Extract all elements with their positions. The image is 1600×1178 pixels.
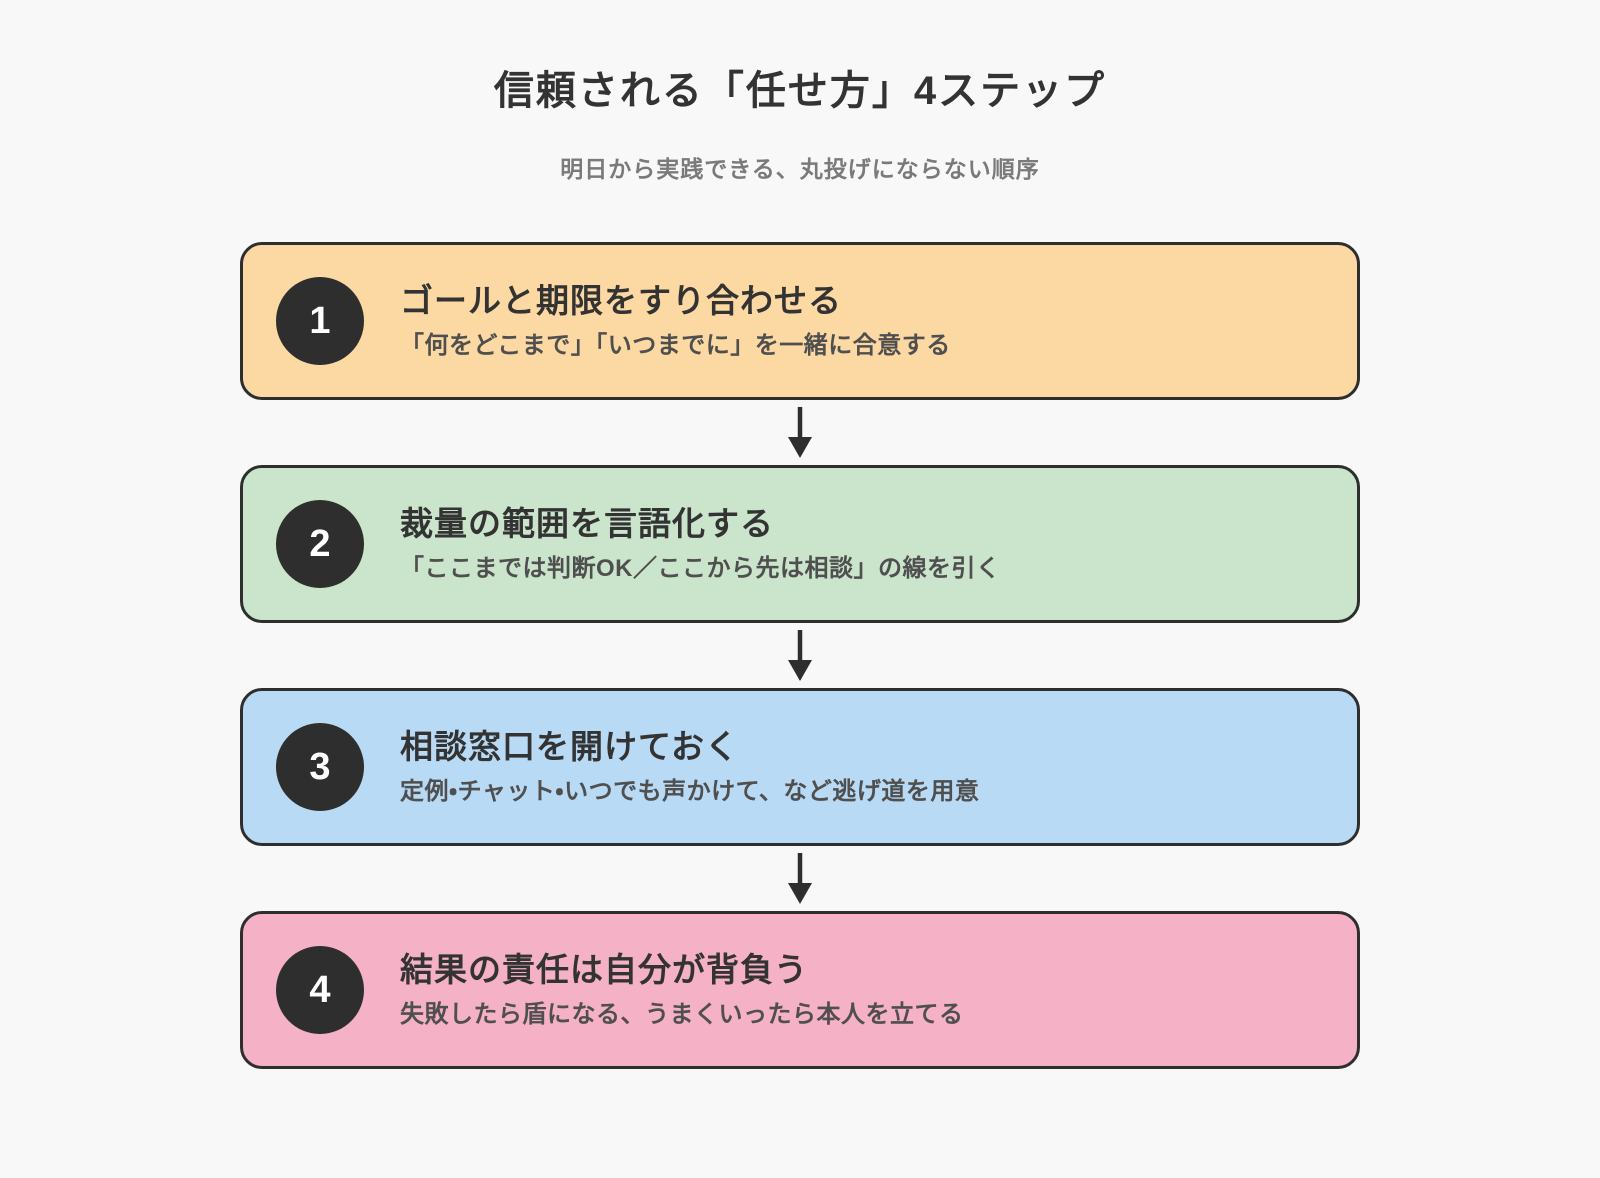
step-title: 裁量の範囲を言語化する: [400, 504, 774, 542]
step-box-2: 2 裁量の範囲を言語化する 「ここまでは判断OK／ここから先は相談」の線を引く: [240, 465, 1360, 623]
step-description: 失敗したら盾になる、うまくいったら本人を立てる: [400, 1000, 964, 1028]
arrow-connector: [240, 846, 1360, 911]
steps-flowchart: 1 ゴールと期限をすり合わせる 「何をどこまで」「いつまでに」を一緒に合意する …: [240, 242, 1360, 1069]
arrow-down-icon: [788, 406, 812, 458]
arrow-connector: [240, 400, 1360, 465]
page-subtitle: 明日から実践できる、丸投げにならない順序: [560, 156, 1040, 182]
arrow-down-icon: [788, 852, 812, 904]
step-text: 結果の責任は自分が背負う 失敗したら盾になる、うまくいったら本人を立てる: [400, 950, 964, 1029]
step-title: 結果の責任は自分が背負う: [400, 950, 808, 988]
header: 信頼される「任せ方」4ステップ 明日から実践できる、丸投げにならない順序: [0, 58, 1600, 184]
step-description: 「何をどこまで」「いつまでに」を一緒に合意する: [400, 331, 951, 359]
page-title: 信頼される「任せ方」4ステップ: [493, 69, 1107, 113]
step-description: 定例・チャット・いつでも声かけて、など逃げ道を用意: [400, 777, 980, 805]
arrow-connector: [240, 623, 1360, 688]
arrow-down-icon: [788, 629, 812, 681]
step-title: ゴールと期限をすり合わせる: [400, 281, 842, 319]
step-title: 相談窓口を開けておく: [400, 727, 740, 765]
step-text: 裁量の範囲を言語化する 「ここまでは判断OK／ここから先は相談」の線を引く: [400, 504, 1001, 583]
step-number-badge: 1: [276, 277, 364, 365]
step-number-badge: 3: [276, 723, 364, 811]
step-box-3: 3 相談窓口を開けておく 定例・チャット・いつでも声かけて、など逃げ道を用意: [240, 688, 1360, 846]
step-text: ゴールと期限をすり合わせる 「何をどこまで」「いつまでに」を一緒に合意する: [400, 281, 951, 360]
step-box-4: 4 結果の責任は自分が背負う 失敗したら盾になる、うまくいったら本人を立てる: [240, 911, 1360, 1069]
step-number-badge: 4: [276, 946, 364, 1034]
step-text: 相談窓口を開けておく 定例・チャット・いつでも声かけて、など逃げ道を用意: [400, 727, 980, 806]
step-box-1: 1 ゴールと期限をすり合わせる 「何をどこまで」「いつまでに」を一緒に合意する: [240, 242, 1360, 400]
step-description: 「ここまでは判断OK／ここから先は相談」の線を引く: [400, 554, 1001, 582]
step-number-badge: 2: [276, 500, 364, 588]
